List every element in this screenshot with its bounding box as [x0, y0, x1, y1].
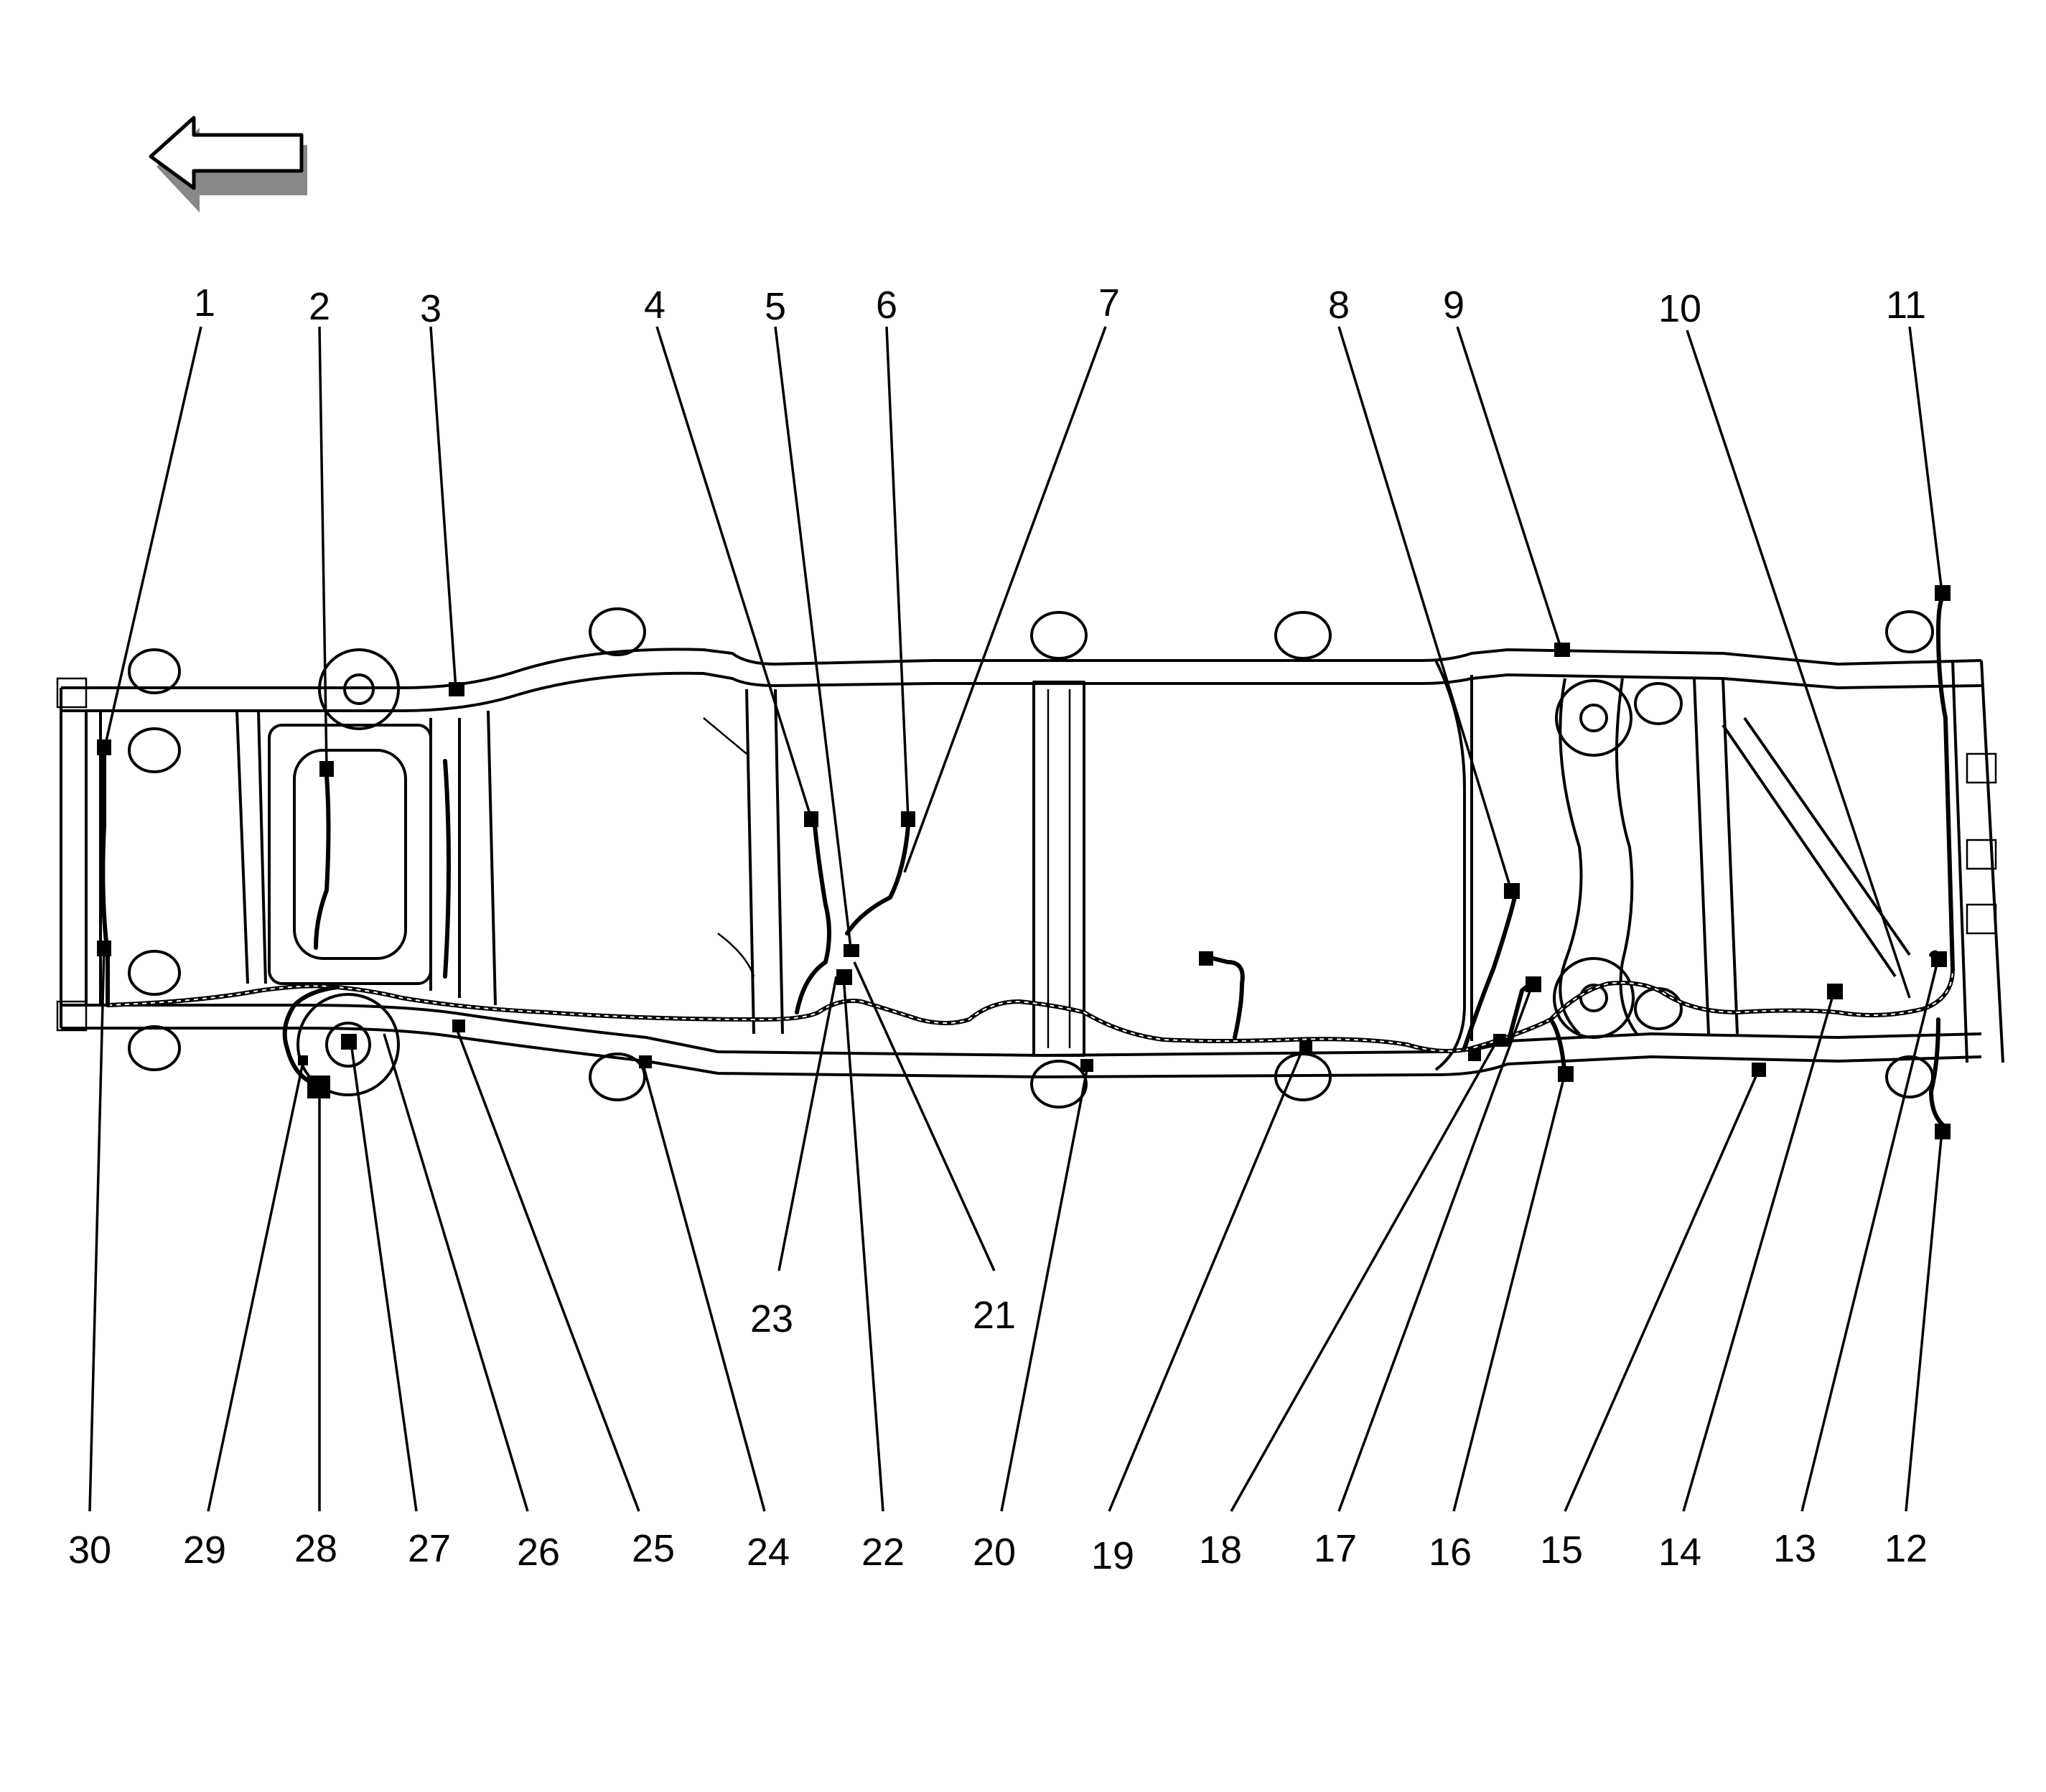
- frame-wiring-harness: [97, 585, 1955, 1139]
- callout-28: 28: [294, 1527, 337, 1570]
- callout-27: 27: [408, 1527, 451, 1570]
- callout-30: 30: [68, 1529, 111, 1572]
- callout-14: 14: [1658, 1531, 1701, 1574]
- callout-22: 22: [861, 1531, 905, 1574]
- callout-5: 5: [765, 285, 786, 328]
- callout-24: 24: [747, 1531, 790, 1574]
- callout-6: 6: [876, 284, 897, 327]
- callout-19: 19: [1091, 1534, 1134, 1577]
- vehicle-frame: [56, 607, 2004, 1109]
- callout-18: 18: [1199, 1529, 1242, 1572]
- callout-26: 26: [517, 1531, 560, 1574]
- callout-25: 25: [632, 1527, 675, 1570]
- callout-numbers: 1 2 3 4 5 6 7 8 9 10 11 12 13 14 15 16 1…: [68, 281, 1928, 1577]
- callout-11: 11: [1886, 284, 1926, 327]
- callout-4: 4: [644, 284, 665, 327]
- callout-21: 21: [973, 1294, 1016, 1337]
- callout-13: 13: [1773, 1527, 1816, 1570]
- callout-29: 29: [183, 1529, 226, 1572]
- callout-3: 3: [420, 287, 442, 330]
- callout-9: 9: [1443, 284, 1465, 327]
- left-arrow-icon: [149, 116, 307, 213]
- callout-1: 1: [194, 281, 215, 325]
- leader-lines: [88, 326, 1943, 1512]
- callout-16: 16: [1429, 1531, 1472, 1574]
- callout-23: 23: [750, 1297, 793, 1340]
- callout-17: 17: [1314, 1527, 1357, 1570]
- callout-12: 12: [1884, 1527, 1928, 1570]
- callout-20: 20: [973, 1531, 1016, 1574]
- callout-2: 2: [309, 285, 330, 328]
- callout-8: 8: [1328, 284, 1350, 327]
- callout-7: 7: [1098, 281, 1120, 325]
- callout-15: 15: [1540, 1529, 1583, 1572]
- callout-10: 10: [1658, 287, 1701, 330]
